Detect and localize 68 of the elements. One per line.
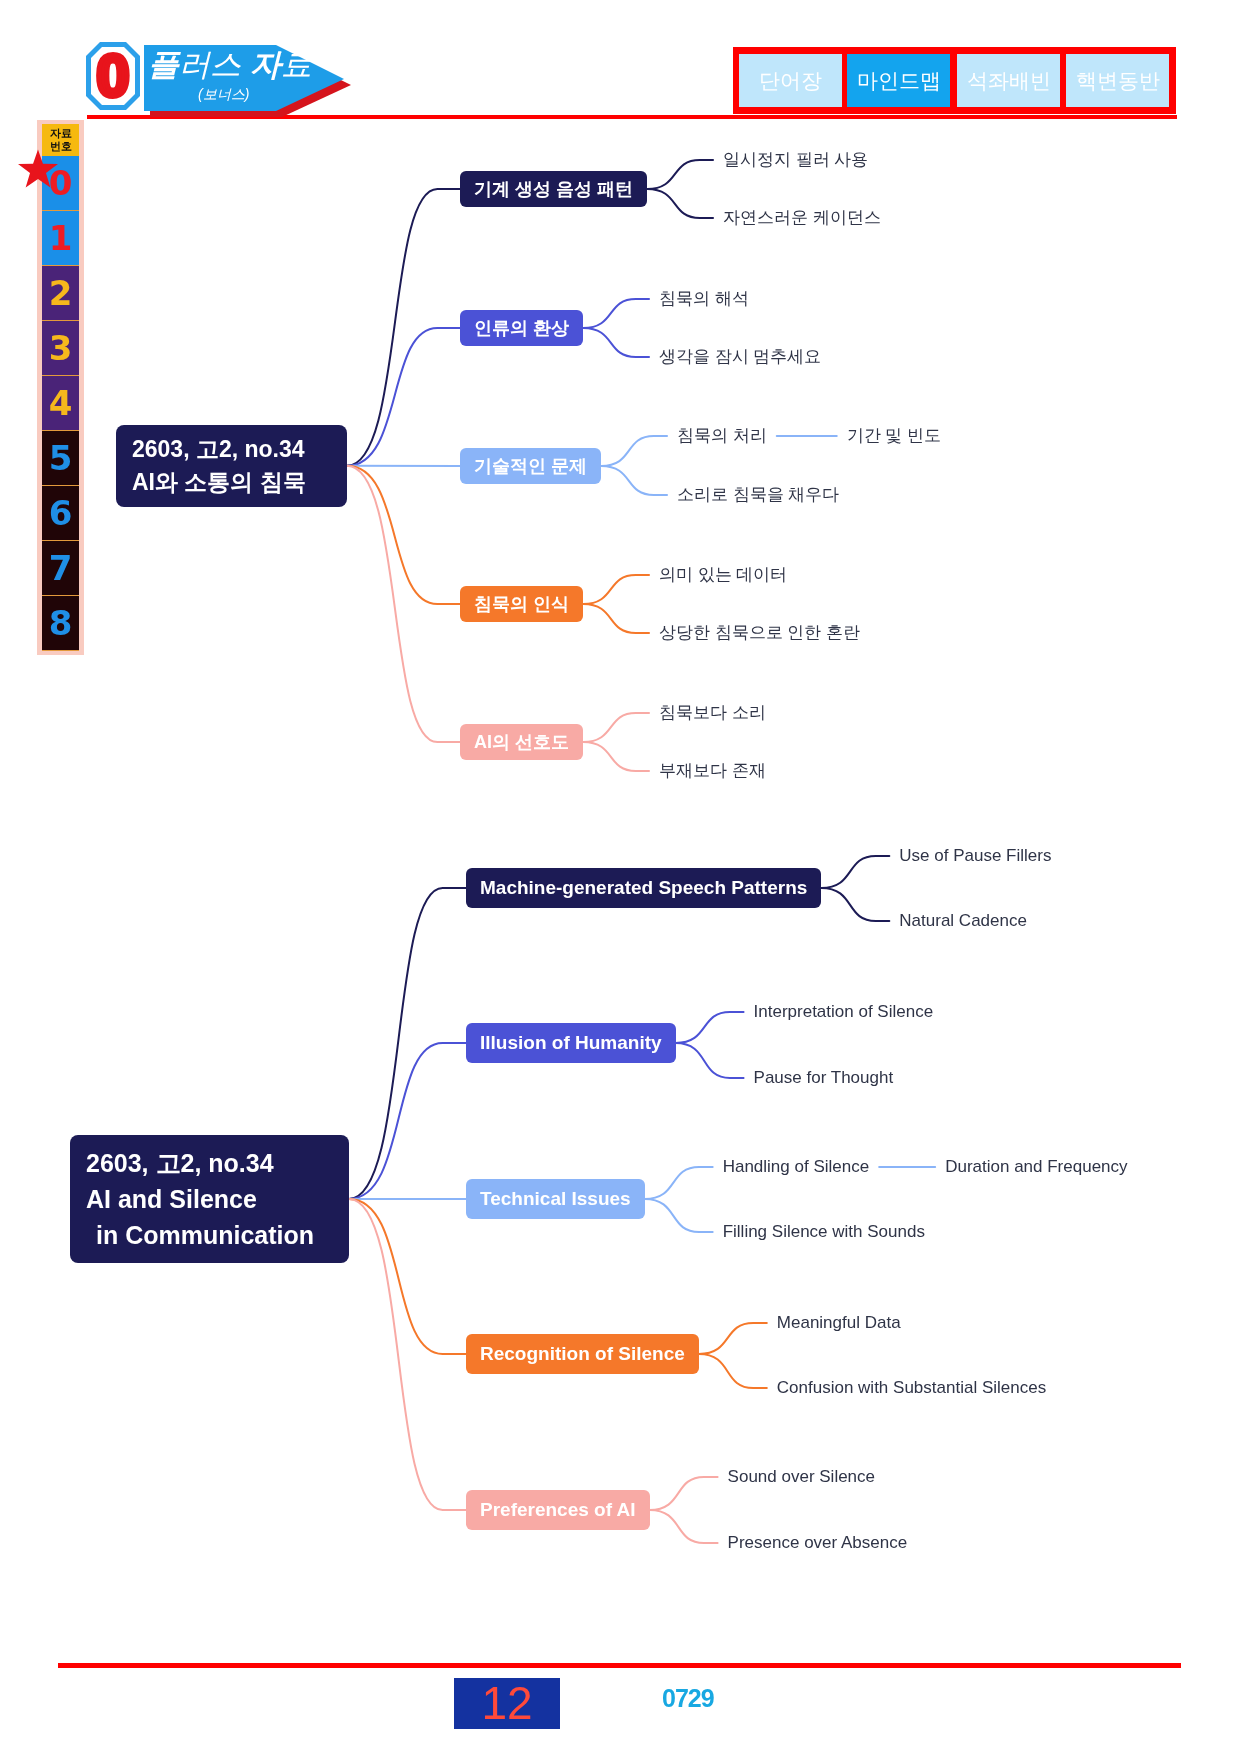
tab: 마인드맵: [847, 54, 950, 107]
number-cell: 8: [42, 596, 79, 651]
branch-line: [582, 603, 650, 634]
subtopic-text: 침묵보다 소리: [658, 702, 767, 724]
branch-line: [582, 741, 650, 772]
branch-line: [648, 1509, 719, 1544]
number-cell: 4: [42, 376, 79, 431]
branch-line: [697, 1353, 768, 1389]
page-code: 0729: [662, 1684, 714, 1712]
subtopic-text: Natural Cadence: [898, 910, 1028, 932]
branch-box: Technical Issues: [466, 1179, 645, 1219]
subtopic-text: Meaningful Data: [775, 1312, 902, 1334]
subtopic-text: 일시정지 필러 사용: [722, 149, 870, 171]
number-cell: 1: [42, 211, 79, 266]
tab: 핵변동반: [1066, 54, 1169, 107]
topic-box: 2603, 고2, no.34 AI and Silence in Communication: [70, 1134, 349, 1264]
branch-box: Preferences of AI: [466, 1490, 650, 1530]
branch-line: [582, 327, 650, 358]
branch-line: [348, 887, 467, 1200]
branch-box: Illusion of Humanity: [466, 1023, 676, 1063]
branch-line: [348, 1197, 467, 1511]
branch-line: [346, 464, 461, 743]
subtopic-text: 소리로 침묵을 채우다: [676, 484, 841, 506]
page-number: 12: [454, 1678, 560, 1729]
branch-line: [775, 435, 838, 437]
tab: 단어장: [739, 54, 842, 107]
branch-line: [820, 887, 891, 922]
subtopic-text: 기간 및 빈도: [845, 425, 943, 447]
subtopic-text: Sound over Silence: [726, 1466, 877, 1488]
branch-line: [600, 465, 668, 496]
topic-box: 2603, 고2, no.34 AI와 소통의 침묵: [116, 424, 347, 508]
branch-box: 기계 생성 음성 패턴: [460, 171, 647, 207]
branch-line: [346, 188, 461, 467]
subtopic-text: Presence over Absence: [726, 1532, 909, 1554]
subtopic-text: 의미 있는 데이터: [658, 564, 789, 586]
branch-box: Recognition of Silence: [466, 1334, 699, 1374]
subtopic-text: 생각을 잠시 멈추세요: [658, 346, 823, 368]
subtopic-text: 침묵의 해석: [658, 288, 750, 310]
branch-line: [878, 1166, 937, 1168]
strip-header: 자료 번호: [42, 124, 79, 156]
subtopic-text: Duration and Frequency: [944, 1156, 1129, 1178]
number-cell: 3: [42, 321, 79, 376]
tab: 석좌배빈: [957, 54, 1060, 107]
subtopic-text: Pause for Thought: [752, 1067, 895, 1089]
subtopic-text: 침묵의 처리: [676, 425, 768, 447]
subtopic-text: Filling Silence with Sounds: [721, 1221, 926, 1243]
branch-box: 인류의 환상: [460, 310, 583, 346]
number-cell: 7: [42, 541, 79, 596]
subtopic-text: Interpretation of Silence: [752, 1001, 935, 1023]
branch-line: [674, 1042, 745, 1079]
branch-box: 침묵의 인식: [460, 586, 583, 622]
branch-line: [643, 1198, 714, 1233]
subtopic-text: Confusion with Substantial Silences: [775, 1377, 1048, 1399]
subtopic-text: 자연스러운 케이던스: [722, 207, 882, 229]
banner-subtitle: (보너스): [198, 86, 250, 102]
number-cell: 2: [42, 266, 79, 321]
branch-line: [646, 188, 714, 219]
subtopic-text: Handling of Silence: [721, 1156, 871, 1178]
subtopic-text: 부재보다 존재: [658, 760, 767, 782]
number-cell: 0: [42, 156, 79, 211]
subtopic-text: Use of Pause Fillers: [898, 845, 1053, 867]
branch-box: Machine-generated Speech Patterns: [466, 868, 822, 908]
subtopic-text: 상당한 침묵으로 인한 혼란: [658, 622, 862, 644]
branch-box: AI의 선호도: [460, 724, 583, 760]
number-cell: 6: [42, 486, 79, 541]
branch-box: 기술적인 문제: [460, 448, 601, 484]
number-badge: 0: [86, 42, 140, 110]
number-cell: 5: [42, 431, 79, 486]
